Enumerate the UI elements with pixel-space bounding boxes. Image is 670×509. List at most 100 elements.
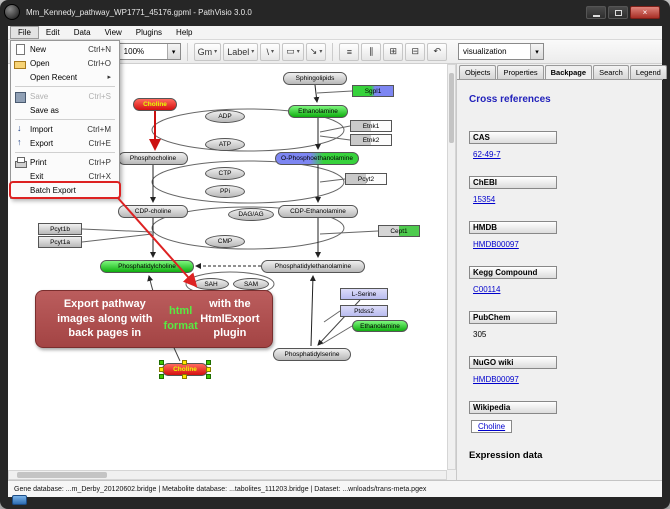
pathway-node-atp[interactable]: ATP xyxy=(205,138,245,151)
pathway-node-cept1[interactable]: Cept1 xyxy=(378,225,420,237)
file-menu-item-save-as[interactable]: Save as xyxy=(11,103,119,117)
pathway-node-phosphocholine[interactable]: Phosphocholine xyxy=(118,152,188,165)
connector-tool-button[interactable]: ↘▾ xyxy=(305,42,327,61)
canvas-horizontal-scrollbar[interactable] xyxy=(8,470,447,480)
toolbar-separator xyxy=(332,42,334,61)
vertical-scroll-thumb[interactable] xyxy=(449,73,454,143)
align-horizontal-button[interactable]: ≡ xyxy=(339,42,360,61)
pathway-node-sgpl1[interactable]: Sgpl1 xyxy=(352,85,394,97)
menu-help[interactable]: Help xyxy=(176,28,193,37)
tab-backpage[interactable]: Backpage xyxy=(544,65,593,79)
pathway-node-phosphatidylcholine[interactable]: Phosphatidylcholine xyxy=(100,260,194,273)
selection-handle[interactable] xyxy=(159,366,164,372)
menu-item-label: Batch Export xyxy=(30,185,76,195)
cross-references-heading: Cross references xyxy=(469,94,551,105)
minimize-button[interactable] xyxy=(586,6,606,19)
minimize-icon xyxy=(592,14,600,17)
menu-edit[interactable]: Edit xyxy=(45,28,60,37)
xref-link[interactable]: 62-49-7 xyxy=(473,150,501,159)
pathway-node-pcyt1b[interactable]: Pcyt1b xyxy=(38,223,82,235)
pathway-node-phosphatidylethanolamine[interactable]: Phosphatidylethanolamine xyxy=(261,260,365,273)
menu-item-label: Export xyxy=(30,138,54,148)
visualization-value: visualization xyxy=(463,47,507,56)
pathway-node-etnk2[interactable]: Etnk2 xyxy=(350,134,392,146)
zoom-combobox[interactable]: 100% ▾ xyxy=(118,43,181,60)
menu-item-label: Save as xyxy=(30,105,59,115)
pathway-node-ethanolamine-top[interactable]: Ethanolamine xyxy=(288,105,348,118)
pathway-node-pcyt2[interactable]: Pcyt2 xyxy=(345,173,387,185)
distribute-horizontal-button[interactable]: ⊞ xyxy=(383,42,404,61)
xref-link[interactable]: HMDB00097 xyxy=(473,240,519,249)
selection-handle[interactable] xyxy=(182,360,187,365)
pathway-node-cmp[interactable]: CMP xyxy=(205,235,245,248)
pathway-node-ethanolamine-right[interactable]: Ethanolamine xyxy=(352,320,408,332)
window-title: Mm_Kennedy_pathway_WP1771_45176.gpml - P… xyxy=(26,8,252,17)
xref-link[interactable]: C00114 xyxy=(473,285,501,294)
label-tool-button[interactable]: Label▾ xyxy=(223,42,259,61)
xref-link[interactable]: 15354 xyxy=(473,195,496,204)
toolbar-insert-group: Gm▾Label▾\▾▭▾↘▾ xyxy=(193,42,327,61)
pathway-node-pcyt1a[interactable]: Pcyt1a xyxy=(38,236,82,248)
pathway-node-choline-bottom[interactable]: Choline xyxy=(159,360,211,379)
menu-file[interactable]: File xyxy=(10,26,39,39)
menu-data[interactable]: Data xyxy=(73,28,91,37)
canvas-vertical-scrollbar[interactable] xyxy=(447,64,456,470)
pathway-node-phosphatidylserine[interactable]: Phosphatidylserine xyxy=(273,348,351,361)
close-button[interactable]: × xyxy=(630,6,660,19)
pathway-node-l-serine[interactable]: L-Serine xyxy=(340,288,388,300)
pathway-node-o-phosphoethanolamine[interactable]: O-Phosphoethanolamine xyxy=(275,152,359,165)
pathway-node-adp[interactable]: ADP xyxy=(205,110,245,123)
selection-handle[interactable] xyxy=(206,374,211,379)
file-menu-item-batch-export[interactable]: Batch Export xyxy=(9,181,121,199)
maximize-button[interactable] xyxy=(608,6,628,19)
tab-search[interactable]: Search xyxy=(593,65,629,79)
pathway-node-sam[interactable]: SAM xyxy=(233,278,269,290)
chevron-down-icon: ▾ xyxy=(319,49,323,55)
pathway-node-cdp-ethanolamine[interactable]: CDP-Ethanolamine xyxy=(278,205,358,218)
pathway-node-cdp-choline[interactable]: CDP-choline xyxy=(118,205,188,218)
selection-handle[interactable] xyxy=(182,374,187,379)
selection-handle[interactable] xyxy=(206,366,211,372)
pathway-node-dag[interactable]: DAG/AG xyxy=(228,208,274,221)
tab-legend[interactable]: Legend xyxy=(629,65,667,79)
menu-view[interactable]: View xyxy=(104,28,122,37)
chevron-down-icon: ▾ xyxy=(251,49,255,55)
selection-handle[interactable] xyxy=(159,374,164,379)
print-icon xyxy=(14,156,27,168)
pathway-node-sphingolipids[interactable]: Sphingolipids xyxy=(283,72,347,85)
pathway-node-ppi[interactable]: PPi xyxy=(205,185,245,198)
file-menu-item-open-recent[interactable]: Open Recent▸ xyxy=(11,70,119,84)
gene-product-button[interactable]: Gm▾ xyxy=(193,42,222,61)
menu-plugins[interactable]: Plugins xyxy=(135,28,163,37)
shape-tool-button[interactable]: ▭▾ xyxy=(282,42,304,61)
distribute-vertical-button[interactable]: ⊟ xyxy=(405,42,426,61)
submenu-arrow-icon: ▸ xyxy=(107,74,111,81)
visualization-combobox[interactable]: visualization ▾ xyxy=(458,43,544,60)
undo-button[interactable]: ↶ xyxy=(427,42,448,61)
pathway-node-ptdss2[interactable]: Ptdss2 xyxy=(340,305,388,317)
tab-properties[interactable]: Properties xyxy=(497,65,544,79)
selection-handle[interactable] xyxy=(159,360,164,365)
horizontal-scroll-thumb[interactable] xyxy=(17,472,107,478)
pathway-node-ctp[interactable]: CTP xyxy=(205,167,245,180)
menu-item-label: Open xyxy=(30,58,50,68)
line-tool-button[interactable]: \▾ xyxy=(260,42,281,61)
selection-handle[interactable] xyxy=(206,360,211,365)
xref-link[interactable]: HMDB00097 xyxy=(473,375,519,384)
pathway-node-choline-top[interactable]: Choline xyxy=(133,98,177,111)
align-vertical-button[interactable]: ∥ xyxy=(361,42,382,61)
menu-item-label: Import xyxy=(30,124,53,134)
pathway-node-etnk1[interactable]: Etnk1 xyxy=(350,120,392,132)
open-icon xyxy=(14,57,26,69)
pathway-node-sah[interactable]: SAH xyxy=(193,278,229,290)
xref-link[interactable]: Choline xyxy=(471,420,513,433)
blank-icon xyxy=(14,184,26,196)
tab-objects[interactable]: Objects xyxy=(459,65,497,79)
